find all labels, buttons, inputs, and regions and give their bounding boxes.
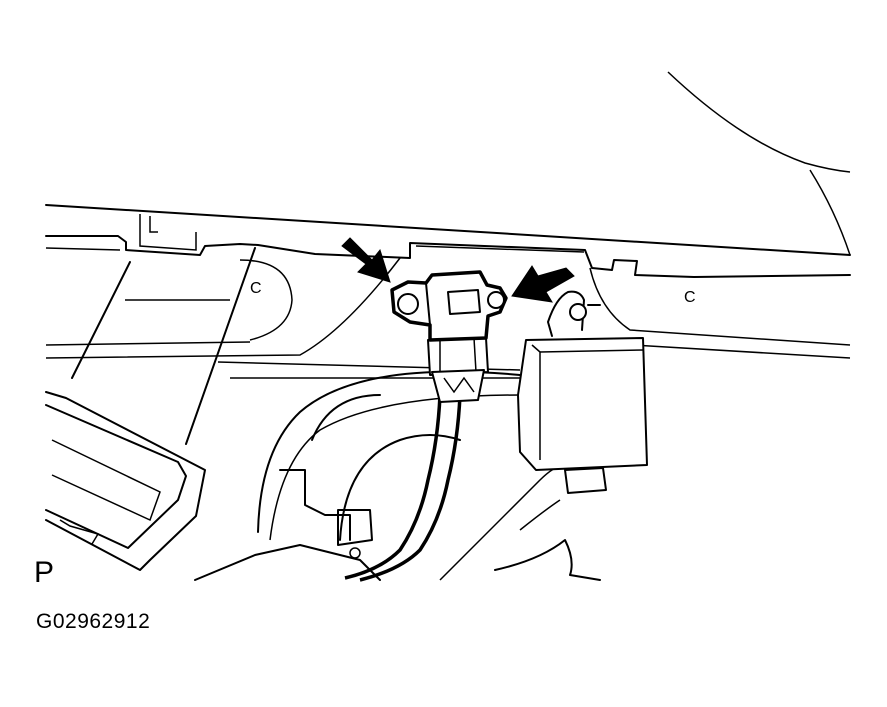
clip-mark-right: C <box>684 289 696 306</box>
body-contour <box>667 71 851 256</box>
control-module <box>517 290 648 494</box>
figure-id: G02962912 <box>36 610 151 633</box>
arrow-left-icon <box>341 237 391 283</box>
lower-housing <box>194 370 601 581</box>
clip-mark-left: C <box>250 280 262 297</box>
diagonal-strap <box>71 247 256 445</box>
sensor-harness <box>344 337 489 582</box>
view-label: P <box>34 556 55 589</box>
sensor-body <box>390 270 508 342</box>
arrow-right-icon <box>511 265 575 303</box>
left-bracket <box>45 391 206 571</box>
pointer-arrows <box>341 237 575 303</box>
